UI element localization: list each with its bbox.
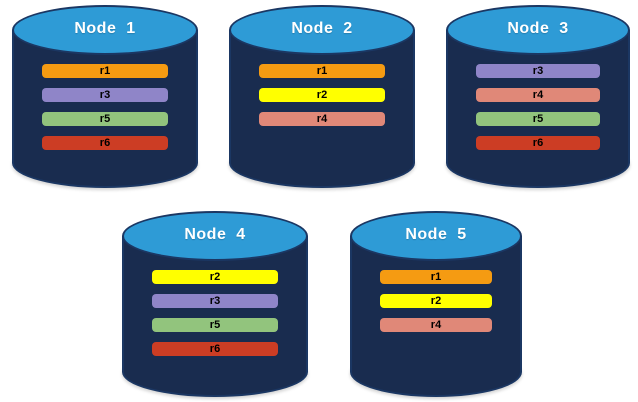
replica-list: r1 r2 r4 <box>380 270 492 342</box>
replica-bar[interactable]: r1 <box>380 270 492 284</box>
replica-bar[interactable]: r4 <box>476 88 600 102</box>
node-label: Node 5 <box>405 226 467 243</box>
replica-bar[interactable]: r2 <box>380 294 492 308</box>
cylinder-top-ellipse <box>446 5 630 55</box>
replica-list: r1 r2 r4 <box>259 64 385 136</box>
node-label: Node 3 <box>507 20 569 37</box>
node-cylinder-5[interactable]: Node 5 r1 r2 r4 <box>350 211 522 397</box>
replica-bar[interactable]: r3 <box>152 294 278 308</box>
replica-bar[interactable]: r2 <box>152 270 278 284</box>
replica-bar[interactable]: r3 <box>476 64 600 78</box>
cylinder-top-ellipse <box>229 5 415 55</box>
replica-bar[interactable]: r6 <box>152 342 278 356</box>
replica-bar[interactable]: r6 <box>42 136 168 150</box>
replica-bar[interactable]: r1 <box>259 64 385 78</box>
replica-bar[interactable]: r2 <box>259 88 385 102</box>
replica-bar[interactable]: r5 <box>152 318 278 332</box>
replica-list: r2 r3 r5 r6 <box>152 270 278 366</box>
replica-bar[interactable]: r5 <box>476 112 600 126</box>
replica-bar[interactable]: r3 <box>42 88 168 102</box>
node-cylinder-2[interactable]: Node 2 r1 r2 r4 <box>229 5 415 188</box>
node-cylinder-1[interactable]: Node 1 r1 r3 r5 r6 <box>12 5 198 188</box>
cylinder-top-ellipse <box>12 5 198 55</box>
node-label: Node 4 <box>184 226 246 243</box>
replica-list: r3 r4 r5 r6 <box>476 64 600 160</box>
replica-bar[interactable]: r5 <box>42 112 168 126</box>
replica-bar[interactable]: r4 <box>380 318 492 332</box>
replica-bar[interactable]: r1 <box>42 64 168 78</box>
replica-bar[interactable]: r4 <box>259 112 385 126</box>
cylinder-top-ellipse <box>122 211 308 261</box>
replica-list: r1 r3 r5 r6 <box>42 64 168 160</box>
node-label: Node 1 <box>74 20 136 37</box>
replica-bar[interactable]: r6 <box>476 136 600 150</box>
node-label: Node 2 <box>291 20 353 37</box>
node-cylinder-4[interactable]: Node 4 r2 r3 r5 r6 <box>122 211 308 397</box>
node-cylinder-3[interactable]: Node 3 r3 r4 r5 r6 <box>446 5 630 188</box>
cylinder-top-ellipse <box>350 211 522 261</box>
